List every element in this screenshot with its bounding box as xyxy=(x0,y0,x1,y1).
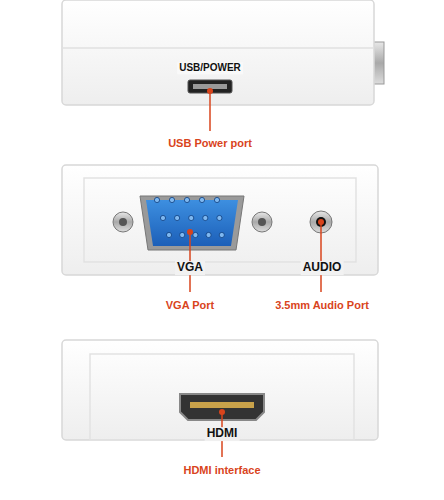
callout-label: USB Power port xyxy=(166,137,254,150)
port-name: VGA xyxy=(175,261,205,275)
hdmi-side-view xyxy=(62,340,378,457)
usb-side-view xyxy=(62,0,384,131)
vga-side-view xyxy=(62,165,378,292)
callout-label: 3.5mm Audio Port xyxy=(273,299,371,312)
port-name: HDMI xyxy=(205,427,240,441)
port-name: USB/POWER xyxy=(177,62,243,74)
callout-label: HDMI interface xyxy=(181,464,262,477)
port-name: AUDIO xyxy=(301,261,344,275)
callout-label: VGA Port xyxy=(164,299,217,312)
